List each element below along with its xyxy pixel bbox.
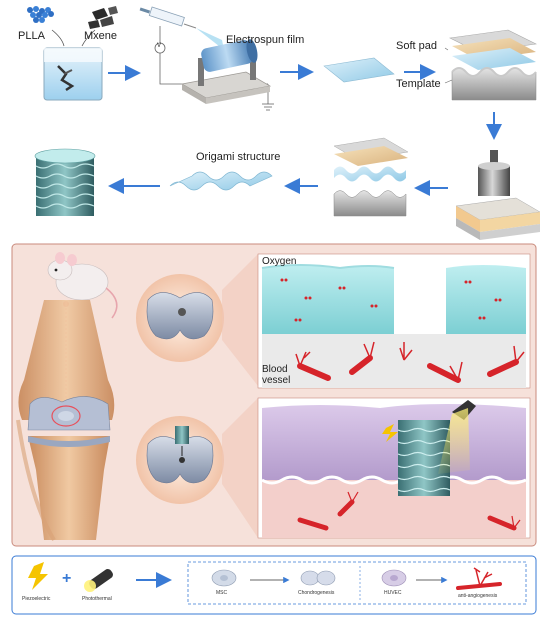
voltage-symbol: V: [157, 43, 161, 49]
msc-label: MSC: [216, 590, 227, 596]
blood-vessel-label-line2: vessel: [262, 375, 290, 386]
syringe: [140, 7, 196, 28]
piezoelectric-label: Piezoelectric: [22, 596, 50, 602]
press-machine: [456, 150, 540, 240]
exploded-stack: [450, 30, 536, 100]
plla-arrow: [52, 30, 64, 46]
beaker: [44, 48, 102, 100]
origami-stack: [35, 149, 95, 216]
electrospun-film-sheet: [324, 58, 394, 82]
plla-label: PLLA: [18, 30, 45, 42]
template-label: Template: [396, 78, 441, 90]
mxene-label: Mxene: [84, 30, 117, 42]
chondrogenesis-label: Chondrogenesis: [298, 590, 334, 596]
separated-stack: [334, 138, 408, 216]
plla-powder: [27, 6, 54, 23]
mxene-flakes: [88, 6, 118, 29]
huvec-cell-icon: [382, 570, 406, 586]
plus-symbol: +: [62, 570, 71, 588]
zoom-panel-implant: [258, 398, 530, 538]
oxygen-label: Oxygen: [262, 256, 296, 267]
anti-angiogenesis-label: anti-angiogenesis: [458, 593, 497, 599]
blood-vessel-label-line1: Blood: [262, 364, 288, 375]
msc-cell-icon: [212, 570, 236, 586]
roller-collector: [182, 38, 270, 104]
soft-pad-label: Soft pad: [396, 40, 437, 52]
origami-structure-label: Origami structure: [196, 151, 280, 163]
template-leader: [445, 80, 452, 83]
corrugated-film: [170, 172, 272, 190]
zoom-panel-defect: [258, 254, 530, 388]
huvec-label: HUVEC: [384, 590, 402, 596]
photothermal-label: Photothermal: [82, 596, 112, 602]
soft-pad-leader: [445, 48, 448, 50]
electrospun-film-label: Electrospun film: [226, 34, 304, 46]
